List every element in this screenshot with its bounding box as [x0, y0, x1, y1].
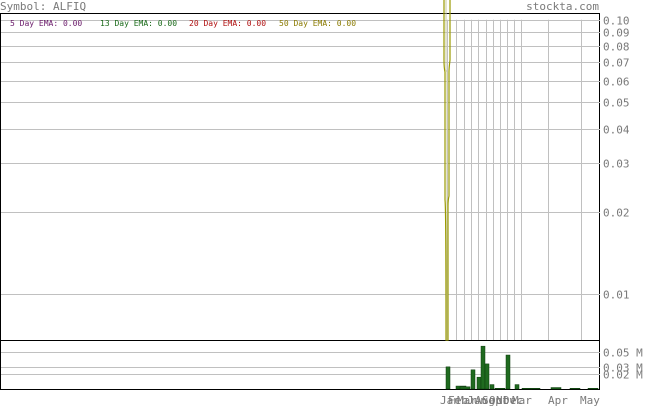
price-vertical-grid: [447, 19, 582, 340]
site-watermark: stockta.com: [526, 0, 599, 13]
volume-bar: [470, 369, 476, 390]
price-lines: [443, 0, 451, 341]
ema-13-label: 13 Day EMA: 0.00: [100, 19, 178, 28]
volume-bar: [550, 387, 562, 390]
ema-50-label: 50 Day EMA: 0.00: [279, 19, 357, 28]
date-tick-label: Feb: [448, 394, 468, 406]
volume-bar: [529, 388, 541, 390]
volume-grid: [1, 352, 600, 375]
price-tick-label: 0.08: [603, 41, 630, 54]
volume-bar: [445, 366, 451, 390]
price-tick-label: 0.07: [603, 57, 630, 70]
volume-bars: [445, 345, 599, 390]
price-tick-label: 0.10: [603, 15, 630, 28]
volume-axis-labels: 0.05 M 0.03 M0.02 M: [603, 347, 643, 382]
volume-panel-border: [0, 340, 600, 390]
price-tick-label: 0.05: [603, 97, 630, 110]
date-tick-label: Jun: [467, 394, 487, 406]
volume-bar: [514, 384, 520, 390]
volume-bar: [484, 363, 490, 390]
date-tick-label: Mar: [457, 394, 477, 406]
volume-bar: [480, 345, 486, 390]
price-axis-labels: 0.100.090.08 0.07 0.06 0.05 0.04 0.03 0.02 0.01: [603, 15, 630, 302]
price-tick-label: 0.01: [603, 289, 630, 302]
volume-bar: [587, 388, 599, 390]
volume-bar: [476, 376, 482, 390]
price-line: [445, 0, 448, 340]
price-tick-label: 0.02: [603, 207, 630, 220]
volume-tick-label: 0.03 M: [603, 362, 643, 375]
ema-5-label: 5 Day EMA: 0.00: [10, 19, 83, 28]
date-tick-label: May: [580, 394, 600, 406]
price-tick-label: 0.03: [603, 158, 630, 171]
volume-bar: [494, 388, 506, 390]
date-tick-label: Nov: [496, 394, 516, 406]
price-tick-label: 0.04: [603, 124, 630, 137]
date-tick-label: Aug: [475, 394, 495, 406]
ema-20-label: 20 Day EMA: 0.00: [189, 19, 267, 28]
ema-line: [443, 0, 451, 341]
date-tick-label: Oct: [489, 394, 509, 406]
price-tick-label: 0.06: [603, 76, 630, 89]
price-tick-label: 0.09: [603, 27, 630, 40]
date-tick-label: Apr: [548, 394, 568, 406]
date-tick-label: Dec: [503, 394, 523, 406]
volume-bar: [569, 388, 581, 390]
date-tick-label: Mar: [512, 394, 532, 406]
volume-bar: [459, 386, 471, 390]
price-grid: [1, 20, 600, 295]
volume-tick-label: 0.05 M: [603, 347, 643, 360]
symbol-label: Symbol: ALFIQ: [0, 0, 87, 13]
volume-bar: [505, 354, 511, 390]
volume-tick-label: 0.02 M: [603, 369, 643, 382]
date-tick-label: Jan: [440, 394, 460, 406]
date-tick-label: Sep: [482, 394, 502, 406]
volume-bar: [489, 384, 495, 390]
